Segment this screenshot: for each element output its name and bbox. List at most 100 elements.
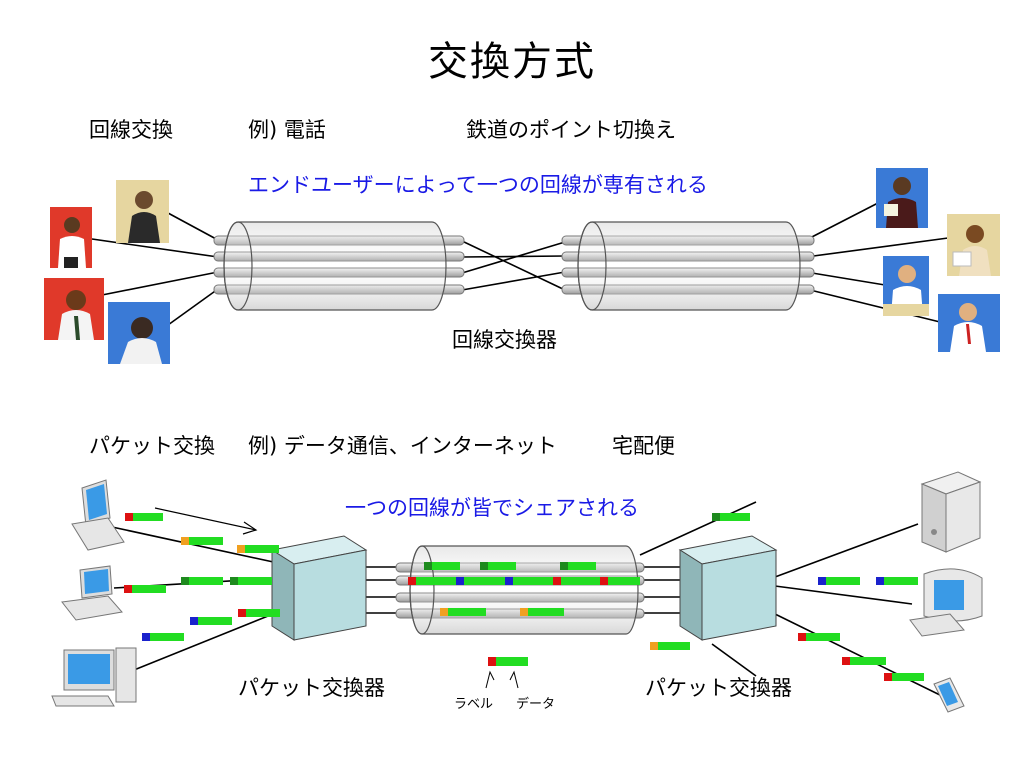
packet xyxy=(424,562,460,570)
packet-data-block xyxy=(850,657,886,665)
packet-label-block xyxy=(125,513,133,521)
server-tower-icon xyxy=(920,471,982,553)
packet-data-block xyxy=(464,577,506,585)
packet-label-block xyxy=(818,577,826,585)
circuit-connection-lines xyxy=(91,202,949,326)
packet xyxy=(560,562,596,570)
packet-data-block xyxy=(198,617,232,625)
desktop-pc-icon xyxy=(51,647,137,707)
packet-label-block xyxy=(553,577,561,585)
packet-data-block xyxy=(246,609,280,617)
packet-data-block xyxy=(150,633,184,641)
packet xyxy=(712,513,750,521)
packet-data-block xyxy=(568,562,596,570)
circuit-heading: 回線交換 xyxy=(89,118,173,142)
packet-legend-arrows xyxy=(485,657,528,689)
packet-data-block xyxy=(245,545,279,553)
packet-label-block xyxy=(142,633,150,641)
flow-arrow xyxy=(154,507,258,535)
person-on-phone-icon xyxy=(108,302,170,364)
packet xyxy=(876,577,918,585)
packet xyxy=(181,537,223,545)
packet xyxy=(520,608,564,616)
packet-data-block xyxy=(432,562,460,570)
packet-label-block xyxy=(884,673,892,681)
packet-label-block xyxy=(505,577,513,585)
packet xyxy=(798,633,840,641)
packet xyxy=(600,577,640,585)
packet xyxy=(190,617,232,625)
packet xyxy=(230,577,272,585)
packet-data-block xyxy=(133,513,163,521)
page-title: 交換方式 xyxy=(428,39,596,85)
packet xyxy=(650,642,690,650)
packet-switch-right xyxy=(678,535,778,641)
packet xyxy=(408,577,458,585)
person-on-phone-icon xyxy=(44,278,104,340)
packet xyxy=(181,577,223,585)
person-on-phone-icon xyxy=(50,207,92,268)
packet xyxy=(884,673,924,681)
pda-icon xyxy=(933,677,965,713)
person-on-phone-icon xyxy=(938,294,1000,352)
circuit-cable-right xyxy=(561,221,815,311)
circuit-switch-label: 回線交換器 xyxy=(452,328,557,352)
packet-data-block xyxy=(189,577,223,585)
packet-data-block xyxy=(528,608,564,616)
packet xyxy=(505,577,555,585)
circuit-description: エンドユーザーによって一つの回線が専有される xyxy=(248,173,708,197)
packet-heading: パケット交換 xyxy=(89,434,215,458)
packet-data-block xyxy=(608,577,640,585)
packet-label-block xyxy=(190,617,198,625)
packet-label-block xyxy=(798,633,806,641)
packet-label-block xyxy=(181,577,189,585)
packet-data-block xyxy=(806,633,840,641)
packet-data-block xyxy=(189,537,223,545)
packet-data-block xyxy=(826,577,860,585)
person-on-phone-icon xyxy=(876,168,928,228)
legend-label-text: ラベル xyxy=(454,697,494,712)
laptop-icon xyxy=(71,479,125,551)
packet-data-block xyxy=(448,608,486,616)
packet-data-block xyxy=(884,577,918,585)
circuit-example: 例) 電話 xyxy=(248,118,326,142)
packet-label-block xyxy=(600,577,608,585)
packets-layer xyxy=(124,513,924,681)
packet-description: 一つの回線が皆でシェアされる xyxy=(345,496,639,520)
packet-switch-left xyxy=(270,535,368,641)
packet xyxy=(440,608,486,616)
packet-data-block xyxy=(513,577,555,585)
desktop-monitor-icon xyxy=(909,568,983,637)
packet-data-block xyxy=(561,577,603,585)
person-on-phone-icon xyxy=(947,214,1000,276)
packet xyxy=(456,577,506,585)
packet-label-block xyxy=(237,545,245,553)
packet xyxy=(842,657,886,665)
packet-data-block xyxy=(658,642,690,650)
packet-label-block xyxy=(238,609,246,617)
circuit-analogy: 鉄道のポイント切換え xyxy=(466,118,676,142)
packet-label-block xyxy=(560,562,568,570)
packet-label-block xyxy=(181,537,189,545)
packet xyxy=(238,609,280,617)
packet-label-block xyxy=(842,657,850,665)
packet-label-block xyxy=(230,577,238,585)
packet-switch-right-label: パケット交換器 xyxy=(645,676,792,700)
laptop-icon xyxy=(61,565,123,621)
packet xyxy=(125,513,163,521)
packet xyxy=(818,577,860,585)
packet-cable xyxy=(395,545,645,635)
packet xyxy=(237,545,279,553)
person-on-phone-icon xyxy=(116,180,169,243)
packet-data-block xyxy=(416,577,458,585)
packet xyxy=(142,633,184,641)
packet-data-block xyxy=(238,577,272,585)
packet-switch-left-label: パケット交換器 xyxy=(238,676,385,700)
packet-label-block xyxy=(408,577,416,585)
packet xyxy=(124,585,166,593)
packet-data-block xyxy=(132,585,166,593)
packet-label-block xyxy=(712,513,720,521)
packet xyxy=(480,562,516,570)
packet-label-block xyxy=(650,642,658,650)
